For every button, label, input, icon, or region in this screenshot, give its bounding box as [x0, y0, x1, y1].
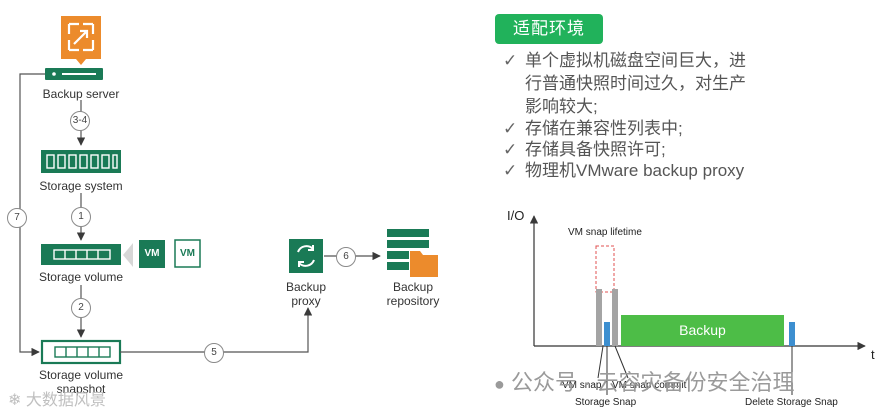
bullet-1-line-1: 单个虚拟机磁盘空间巨大，进: [525, 51, 746, 70]
bullet-2: ✓ 存储在兼容性列表中;: [503, 117, 683, 140]
vm-badge-outline: VM: [180, 248, 195, 259]
step-7: 7: [7, 208, 27, 228]
vm-icons: [139, 239, 201, 268]
bullet-4-text: 物理机VMware backup proxy: [525, 161, 745, 180]
bullet-1-line-3: 影响较大;: [525, 97, 598, 116]
watermark-logo-icon: ❄: [8, 392, 22, 409]
step-2: 2: [71, 298, 91, 318]
storage-system-icon: [41, 150, 121, 173]
vm-snap-label: VM snap: [562, 380, 602, 391]
backup-proxy-icon: [289, 239, 323, 273]
backup-bar-label: Backup: [679, 322, 726, 338]
bullet-2-text: 存储在兼容性列表中;: [525, 119, 683, 138]
step-5: 5: [204, 343, 224, 363]
environment-tag: 适配环境: [495, 14, 603, 44]
storage-snapshot-icon: [40, 339, 122, 365]
storage-system-label: Storage system: [39, 179, 123, 193]
backup-repository-label: Backup repository: [386, 280, 440, 308]
backup-server-icon: [45, 16, 103, 80]
check-icon: ✓: [503, 140, 518, 159]
storage-snapshot-label: Storage volume snapshot: [38, 368, 124, 396]
y-axis-label: I/O: [507, 208, 525, 223]
wechat-watermark-text: 公众号 · 云容灾备份安全治理: [511, 370, 795, 395]
storage-volume-label: Storage volume: [38, 270, 124, 284]
backup-server-label: Backup server: [42, 87, 120, 101]
x-axis-label: t: [871, 347, 875, 362]
check-icon: ✓: [503, 119, 518, 138]
bullet-1-line-2: 行普通快照时间过久，对生产: [525, 74, 746, 93]
left-watermark: ❄ 大数据风景: [8, 386, 106, 410]
vm-badge-filled: VM: [144, 248, 160, 259]
lifetime-label: VM snap lifetime: [568, 227, 642, 238]
step-3-4: 3-4: [70, 111, 90, 131]
bullet-3-text: 存储具备快照许可;: [525, 140, 666, 159]
bullet-4: ✓ 物理机VMware backup proxy: [503, 159, 744, 182]
backup-proxy-label: Backup proxy: [285, 280, 327, 308]
backup-repository-icon: [387, 229, 438, 277]
delete-storage-snap-label: Delete Storage Snap: [745, 397, 838, 408]
timeline-chart: [529, 215, 866, 395]
check-icon: ✓: [503, 161, 518, 180]
step-1: 1: [71, 207, 91, 227]
vm-snap-commit-label: VM snap commit: [612, 380, 687, 391]
left-watermark-text: 大数据风景: [25, 392, 106, 409]
storage-snap-label: Storage Snap: [575, 397, 637, 408]
wechat-watermark: ● 公众号 · 云容灾备份安全治理: [494, 365, 795, 397]
wechat-icon: ●: [494, 374, 505, 394]
check-icon: ✓: [503, 51, 518, 70]
bullet-1: ✓ 单个虚拟机磁盘空间巨大，进 行普通快照时间过久，对生产 影响较大;: [503, 49, 746, 116]
storage-volume-icon: [41, 243, 133, 267]
bullet-3: ✓ 存储具备快照许可;: [503, 138, 666, 161]
step-6: 6: [336, 247, 356, 267]
